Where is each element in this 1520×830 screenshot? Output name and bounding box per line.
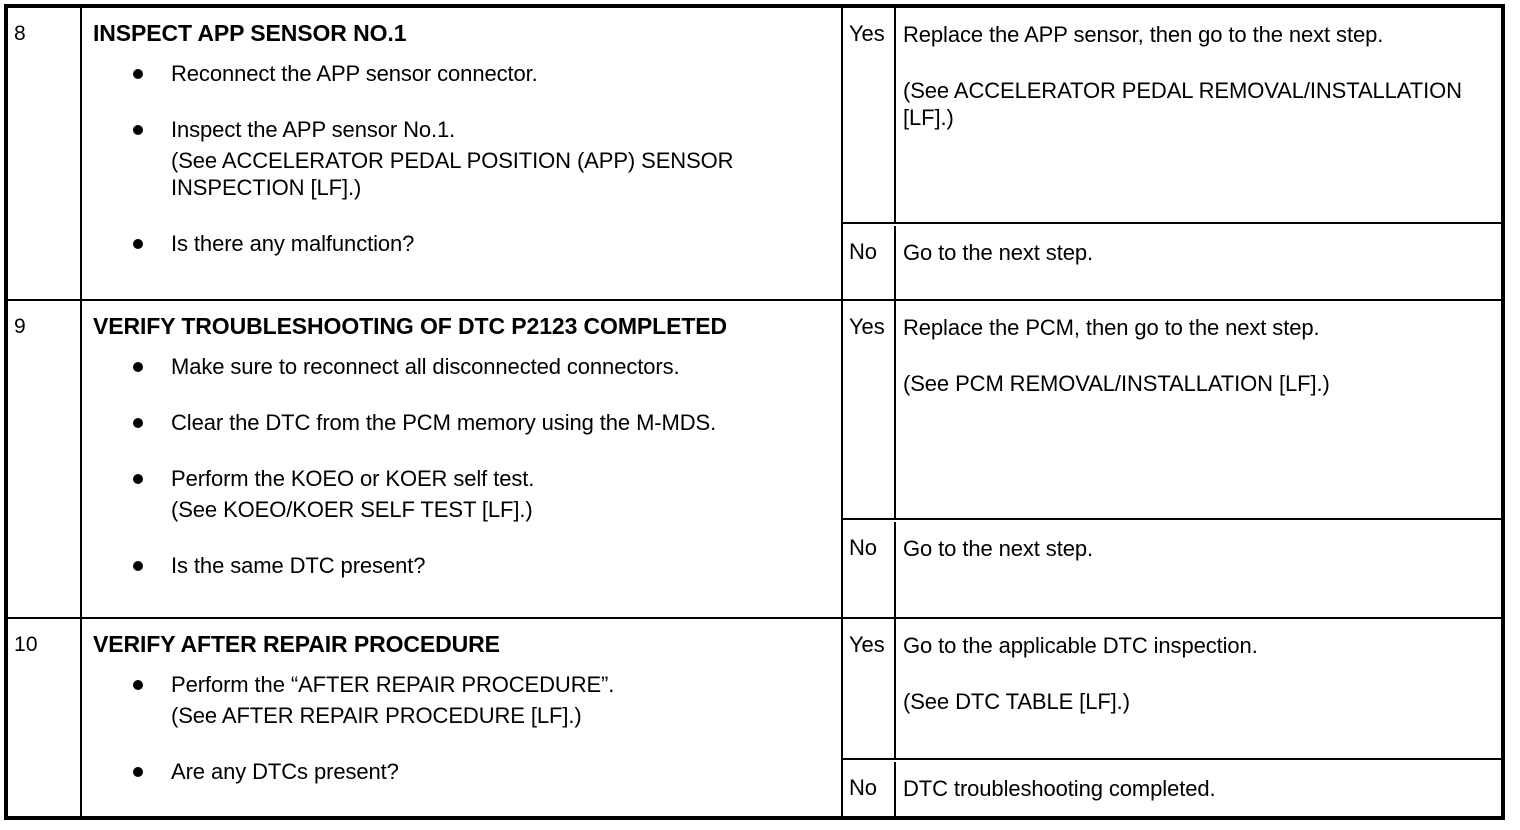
results-cell: Yes Replace the APP sensor, then go to t… (843, 8, 1501, 299)
action-text: Go to the next step. (903, 535, 1495, 562)
bullet-icon (133, 362, 143, 372)
answer-cell: No (843, 762, 896, 816)
list-item: Is the same DTC present? (93, 552, 835, 579)
bullet-icon (133, 474, 143, 484)
step-number-cell: 10 (8, 619, 82, 816)
procedure-list: Perform the “AFTER REPAIR PROCEDURE”. (S… (93, 671, 835, 785)
results-cell: Yes Replace the PCM, then go to the next… (843, 301, 1501, 617)
procedure-cell: INSPECT APP SENSOR NO.1 Reconnect the AP… (82, 8, 843, 299)
step-number: 10 (14, 633, 38, 656)
action-reference: (See DTC TABLE [LF].) (903, 689, 1130, 714)
procedure-title: VERIFY TROUBLESHOOTING OF DTC P2123 COMP… (93, 313, 728, 339)
action-line: Go to the next step. (903, 536, 1094, 561)
answer-cell: Yes (843, 8, 896, 222)
action-reference: (See PCM REMOVAL/INSTALLATION [LF].) (903, 371, 1330, 396)
list-item-note: (See KOEO/KOER SELF TEST [LF].) (93, 496, 835, 523)
list-item-label: Is there any malfunction? (171, 231, 415, 256)
list-item-label: (See ACCELERATOR PEDAL POSITION (APP) SE… (171, 148, 734, 200)
procedure-list: Make sure to reconnect all disconnected … (93, 353, 835, 579)
procedure-list: Reconnect the APP sensor connector. Insp… (93, 60, 835, 257)
bullet-icon (133, 239, 143, 249)
table-row: 9 VERIFY TROUBLESHOOTING OF DTC P2123 CO… (8, 301, 1501, 619)
list-item: Are any DTCs present? (93, 758, 835, 785)
diagnostic-procedure-table: 8 INSPECT APP SENSOR NO.1 Reconnect the … (4, 4, 1505, 820)
step-number-cell: 8 (8, 8, 82, 299)
list-item: Perform the KOEO or KOER self test. (93, 465, 835, 492)
table-row: 8 INSPECT APP SENSOR NO.1 Reconnect the … (8, 8, 1501, 301)
action-line: Go to the next step. (903, 240, 1094, 265)
procedure-cell: VERIFY AFTER REPAIR PROCEDURE Perform th… (82, 619, 843, 816)
list-item-note: (See AFTER REPAIR PROCEDURE [LF].) (93, 702, 835, 729)
list-item: Reconnect the APP sensor connector. (93, 60, 835, 87)
action-text: Replace the PCM, then go to the next ste… (903, 314, 1495, 397)
action-cell: Replace the PCM, then go to the next ste… (896, 301, 1501, 518)
list-item: Clear the DTC from the PCM memory using … (93, 409, 835, 436)
bullet-icon (133, 418, 143, 428)
action-line: Replace the APP sensor, then go to the n… (903, 22, 1384, 47)
procedure-cell: VERIFY TROUBLESHOOTING OF DTC P2123 COMP… (82, 301, 843, 617)
answer-label: No (849, 239, 877, 264)
list-item: Make sure to reconnect all disconnected … (93, 353, 835, 380)
action-line: Replace the PCM, then go to the next ste… (903, 315, 1320, 340)
action-cell: Go to the applicable DTC inspection. (Se… (896, 619, 1501, 758)
list-item-label: Inspect the APP sensor No.1. (171, 117, 456, 142)
bullet-icon (133, 125, 143, 135)
bullet-icon (133, 69, 143, 79)
action-cell: DTC troubleshooting completed. (896, 762, 1501, 816)
bullet-icon (133, 680, 143, 690)
action-line: DTC troubleshooting completed. (903, 776, 1216, 801)
table-row: 10 VERIFY AFTER REPAIR PROCEDURE Perform… (8, 619, 1501, 816)
result-block-yes: Yes Go to the applicable DTC inspection.… (843, 619, 1501, 760)
list-item-label: Clear the DTC from the PCM memory using … (171, 410, 717, 435)
result-block-yes: Yes Replace the PCM, then go to the next… (843, 301, 1501, 520)
list-item-label: Reconnect the APP sensor connector. (171, 61, 538, 86)
result-block-no: No DTC troubleshooting completed. (843, 762, 1501, 816)
list-item-label: (See AFTER REPAIR PROCEDURE [LF].) (171, 703, 582, 728)
bullet-icon (133, 767, 143, 777)
answer-cell: Yes (843, 619, 896, 758)
action-line: Go to the applicable DTC inspection. (903, 633, 1258, 658)
action-cell: Go to the next step. (896, 522, 1501, 617)
action-text: Replace the APP sensor, then go to the n… (903, 21, 1495, 131)
action-cell: Go to the next step. (896, 226, 1501, 299)
answer-label: Yes (849, 632, 885, 657)
result-block-no: No Go to the next step. (843, 522, 1501, 617)
list-item: Inspect the APP sensor No.1. (93, 116, 835, 143)
results-cell: Yes Go to the applicable DTC inspection.… (843, 619, 1501, 816)
procedure-title: INSPECT APP SENSOR NO.1 (93, 20, 407, 46)
list-item-label: Perform the “AFTER REPAIR PROCEDURE”. (171, 672, 615, 697)
action-text: Go to the next step. (903, 239, 1495, 266)
answer-label: Yes (849, 21, 885, 46)
procedure-title: VERIFY AFTER REPAIR PROCEDURE (93, 631, 500, 657)
list-item-label: Is the same DTC present? (171, 553, 426, 578)
list-item-label: Are any DTCs present? (171, 759, 399, 784)
step-number: 8 (14, 22, 26, 45)
answer-label: No (849, 775, 877, 800)
list-item: Perform the “AFTER REPAIR PROCEDURE”. (93, 671, 835, 698)
list-item: Is there any malfunction? (93, 230, 835, 257)
action-reference: (See ACCELERATOR PEDAL REMOVAL/INSTALLAT… (903, 78, 1462, 130)
list-item-note: (See ACCELERATOR PEDAL POSITION (APP) SE… (93, 147, 835, 201)
action-cell: Replace the APP sensor, then go to the n… (896, 8, 1501, 222)
answer-label: Yes (849, 314, 885, 339)
result-block-yes: Yes Replace the APP sensor, then go to t… (843, 8, 1501, 224)
result-block-no: No Go to the next step. (843, 226, 1501, 299)
step-number-cell: 9 (8, 301, 82, 617)
list-item-label: Perform the KOEO or KOER self test. (171, 466, 535, 491)
answer-cell: No (843, 522, 896, 617)
action-text: Go to the applicable DTC inspection. (Se… (903, 632, 1495, 715)
answer-label: No (849, 535, 877, 560)
list-item-label: Make sure to reconnect all disconnected … (171, 354, 680, 379)
step-number: 9 (14, 315, 26, 338)
answer-cell: No (843, 226, 896, 299)
action-text: DTC troubleshooting completed. (903, 775, 1495, 802)
answer-cell: Yes (843, 301, 896, 518)
bullet-icon (133, 561, 143, 571)
list-item-label: (See KOEO/KOER SELF TEST [LF].) (171, 497, 533, 522)
